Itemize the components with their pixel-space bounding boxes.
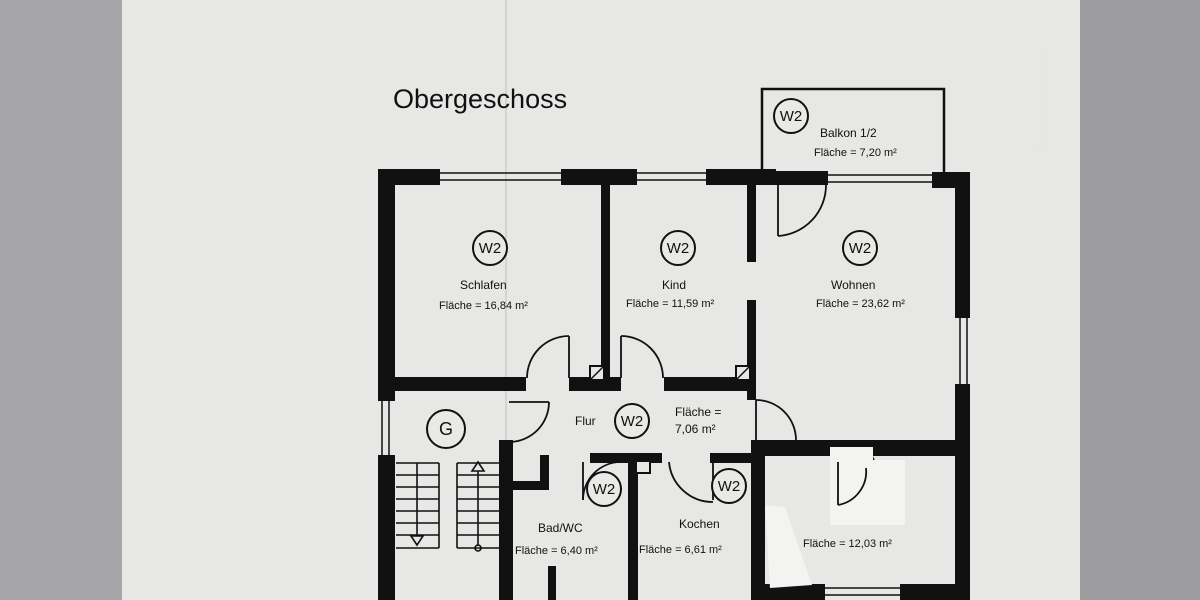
room-name-kind: Kind [662,278,687,292]
room-area-flur-line2: 7,06 m² [675,422,716,436]
room-area-kind: Fläche = 11,59 m² [626,298,715,310]
room-badge-flur: W2 [614,403,650,439]
room-name-balkon: Balkon 1/2 [820,126,877,140]
photo-date-stamp: 29.03.2026 10 [1034,51,1050,154]
room-area-flur-line1: Fläche = [675,405,722,419]
room-name-flur: Flur [575,414,596,428]
staircase [396,460,500,552]
background-right-edge [1080,0,1200,600]
room-area-schlafen: Fläche = 16,84 m² [439,300,528,312]
room-badge-kochen: W2 [711,468,747,504]
room-name-schlafen: Schlafen [460,278,507,292]
room-area-balkon: Fläche = 7,20 m² [814,147,897,159]
room-area-wohnen: Fläche = 23,62 m² [816,298,905,310]
plan-title: Obergeschoss [393,84,568,114]
room-area-kochen: Fläche = 6,61 m² [639,544,722,556]
walls [378,169,970,600]
room-name-wohnen: Wohnen [831,278,876,292]
room-badge-balkon: W2 [773,98,809,134]
background-left-edge [0,0,122,600]
room-badge-schlafen: W2 [472,230,508,266]
paper-fold-line [505,0,507,600]
shafts [589,365,751,474]
room-badge-kind: W2 [660,230,696,266]
room-area-lower-right: Fläche = 12,03 m² [803,538,892,550]
room-name-bad: Bad/WC [538,521,583,535]
balcony-outline [760,87,946,174]
note-door-swing [837,462,868,506]
room-area-bad: Fläche = 6,40 m² [515,545,598,557]
room-badge-wohnen: W2 [842,230,878,266]
room-name-kochen: Kochen [679,517,720,531]
windows [381,172,968,596]
staircase-badge: G [426,409,466,449]
door-swings [508,184,877,507]
room-badge-bad: W2 [586,471,622,507]
pasted-paper-notes [765,447,905,588]
